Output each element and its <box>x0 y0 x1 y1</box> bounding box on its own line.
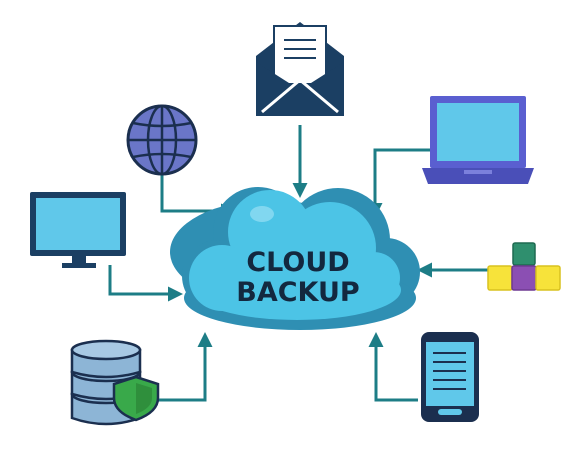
connector-arrows <box>108 125 488 402</box>
database-shield-icon <box>70 339 160 426</box>
globe-icon <box>126 104 198 176</box>
arrow-mobile <box>368 332 418 402</box>
arrow-desktop <box>108 265 183 302</box>
arrow-laptop <box>367 148 438 218</box>
cloud-label-line2: BACKUP <box>236 277 359 308</box>
cloud-label-line1: CLOUD <box>246 247 349 278</box>
arrow-database <box>158 332 213 402</box>
monitor-icon <box>30 192 126 268</box>
cloud-icon: CLOUD BACKUP <box>170 187 420 330</box>
laptop-icon <box>422 96 534 184</box>
smartphone-icon <box>421 332 479 422</box>
envelope-icon <box>256 22 344 116</box>
blocks-icon <box>487 242 561 291</box>
